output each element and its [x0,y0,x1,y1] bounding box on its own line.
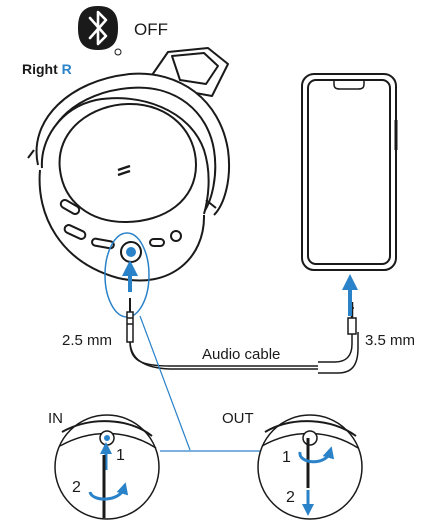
audio-cable-label: Audio cable [202,346,281,363]
plug-size-small-label: 2.5 mm [62,332,113,349]
leader-lines [139,315,272,452]
bluetooth-state-label: OFF [134,20,168,39]
bluetooth-icon [78,6,122,56]
out-step-2: 2 [286,489,295,506]
out-label: OUT [222,410,254,427]
in-step-2: 2 [72,479,81,496]
plug-size-large-label: 3.5 mm [365,332,416,349]
side-label-letter: R [61,61,72,77]
in-label: IN [48,410,63,427]
in-detail-view [54,414,160,520]
out-detail-view [257,414,363,520]
side-label: Right R [22,62,72,76]
in-step-1: 1 [116,447,125,464]
headphone-ear-cup [27,47,230,282]
out-step-1: 1 [282,449,291,466]
smartphone [301,73,398,271]
side-label-text: Right [22,61,58,77]
